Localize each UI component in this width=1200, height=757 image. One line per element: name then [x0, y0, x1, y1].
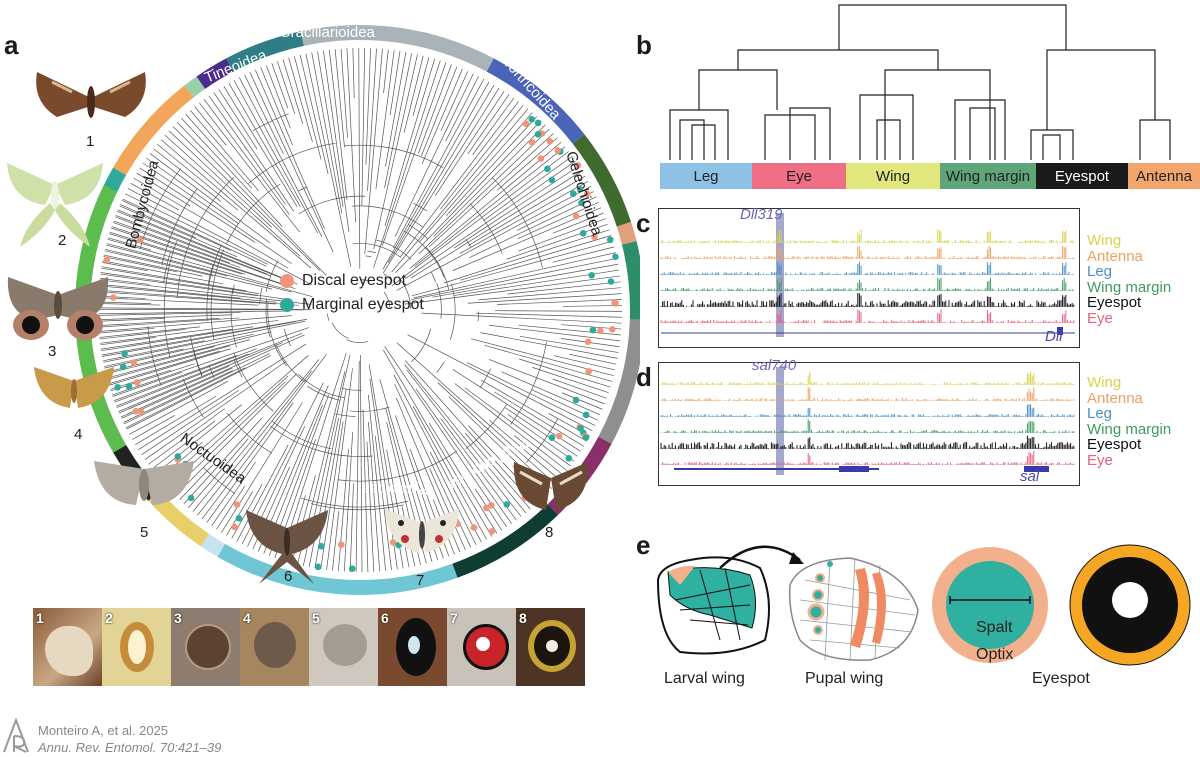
crop-6: 6	[378, 608, 447, 686]
dendrogram-group-antenna: Antenna	[1128, 163, 1200, 189]
crop-number-1: 1	[36, 610, 44, 626]
moth-3-icon	[7, 277, 109, 340]
pupal-wing-icon	[788, 557, 919, 661]
crop-number-3: 3	[174, 610, 182, 626]
crop-5: 5	[309, 608, 378, 686]
track-label-wing-margin: Wing margin	[1087, 420, 1172, 438]
panel-label-b: b	[636, 30, 652, 60]
track-label-leg: Leg	[1087, 263, 1113, 280]
panel-label-e: e	[636, 530, 651, 560]
larval-wing-icon	[656, 556, 770, 655]
browser-track-d	[658, 362, 1080, 486]
eyespot-label: Eyespot	[1032, 670, 1090, 687]
gene-sal: sal	[1020, 468, 1040, 485]
crop-4: 4	[240, 608, 309, 686]
dendrogram	[669, 4, 1171, 160]
crop-2: 2	[102, 608, 171, 686]
journal: Annu. Rev. Entomol. 70:421–39	[38, 740, 222, 755]
track-label-antenna: Antenna	[1087, 389, 1143, 407]
larval-wing-label: Larval wing	[664, 670, 745, 687]
moth-number-3: 3	[48, 343, 57, 360]
element-dll319: Dll319	[740, 206, 783, 223]
moth-number-8: 8	[545, 524, 554, 541]
track-label-eyespot: Eyespot	[1087, 436, 1142, 453]
track-label-antenna: Antenna	[1087, 247, 1143, 265]
crop-number-5: 5	[312, 610, 320, 626]
crop-3: 3	[171, 608, 240, 686]
track-label-eyespot: Eyespot	[1087, 294, 1142, 311]
legend-marginal: Marginal eyespot	[280, 296, 424, 314]
track-label-leg: Leg	[1087, 405, 1113, 422]
crop-number-4: 4	[243, 610, 251, 626]
moth-4-icon	[34, 367, 114, 408]
legend-discal-label: Discal eyespot	[302, 272, 407, 289]
moth-number-7: 7	[416, 572, 425, 589]
moth-8-icon	[513, 462, 589, 510]
dendrogram-group-wing-margin: Wing margin	[940, 163, 1036, 189]
moth-6-icon	[246, 510, 328, 584]
annual-reviews-logo-icon	[3, 718, 29, 753]
label-gracillarioidea: Gracillarioidea	[279, 24, 375, 41]
tracks-d-svg	[660, 367, 1075, 475]
panel-label-c: c	[636, 208, 651, 238]
gene-dll: Dll	[1045, 328, 1063, 345]
moth-5-icon	[94, 461, 194, 505]
legend-discal: Discal eyespot	[280, 272, 406, 290]
pupal-wing-label: Pupal wing	[805, 670, 884, 687]
dendrogram-group-eye: Eye	[752, 163, 846, 189]
legend-marginal-label: Marginal eyespot	[302, 296, 424, 313]
element-sal740: sal740	[752, 357, 797, 374]
crop-number-8: 8	[519, 610, 527, 626]
optix-label: Optix	[976, 646, 1014, 663]
track-label-wing: Wing	[1087, 232, 1122, 249]
panel-label-a: a	[4, 30, 19, 60]
adult-eyespot-icon	[1069, 544, 1191, 666]
panel-label-d: d	[636, 362, 652, 392]
dendrogram-group-eyespot: Eyespot	[1036, 163, 1128, 189]
moth-number-4: 4	[74, 426, 83, 443]
crop-number-6: 6	[381, 610, 389, 626]
track-label-wing-margin: Wing margin	[1087, 278, 1172, 296]
marginal-dot-icon	[280, 298, 294, 312]
crop-number-2: 2	[105, 610, 113, 626]
crop-8: 8	[516, 608, 585, 686]
moth-2-icon	[7, 163, 103, 247]
moth-number-6: 6	[284, 568, 293, 585]
discal-dot-icon	[280, 274, 294, 288]
spalt-optix-eyespot-icon	[932, 547, 1048, 663]
crop-number-7: 7	[450, 610, 458, 626]
dendrogram-group-wing: Wing	[846, 163, 940, 189]
moth-7-icon	[385, 509, 459, 553]
label-pyraloidea: Pyraloidea	[362, 482, 429, 498]
tracks-c-svg	[660, 213, 1075, 337]
crop-7: 7	[447, 608, 516, 686]
moth-number-1: 1	[86, 133, 95, 150]
moth-number-5: 5	[140, 524, 149, 541]
moth-number-2: 2	[58, 232, 67, 249]
dendrogram-group-leg: Leg	[660, 163, 752, 189]
citation: Monteiro A, et al. 2025	[38, 723, 169, 738]
track-label-eye: Eye	[1087, 451, 1113, 469]
track-label-wing: Wing	[1087, 374, 1122, 391]
crop-1: 1	[33, 608, 102, 686]
moth-1-icon	[36, 72, 146, 118]
wing-diagrams	[656, 544, 1191, 666]
browser-track-c	[658, 208, 1080, 348]
track-label-eye: Eye	[1087, 309, 1113, 327]
spalt-label: Spalt	[976, 619, 1013, 636]
